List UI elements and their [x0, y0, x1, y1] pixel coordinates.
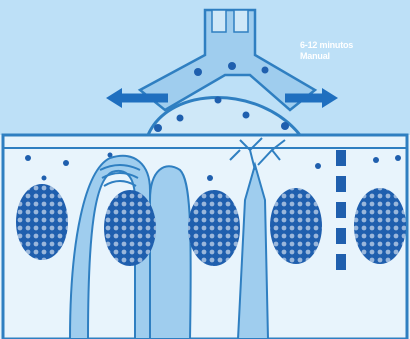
- timing-label: 6-12 minutos Manual: [300, 40, 353, 62]
- capillary-middle: [150, 166, 191, 339]
- funnel-inlet-right: [234, 10, 248, 32]
- duration-text: 6-12 minutos: [300, 40, 353, 51]
- funnel-inlet-left: [212, 10, 226, 32]
- mode-text: Manual: [300, 51, 353, 62]
